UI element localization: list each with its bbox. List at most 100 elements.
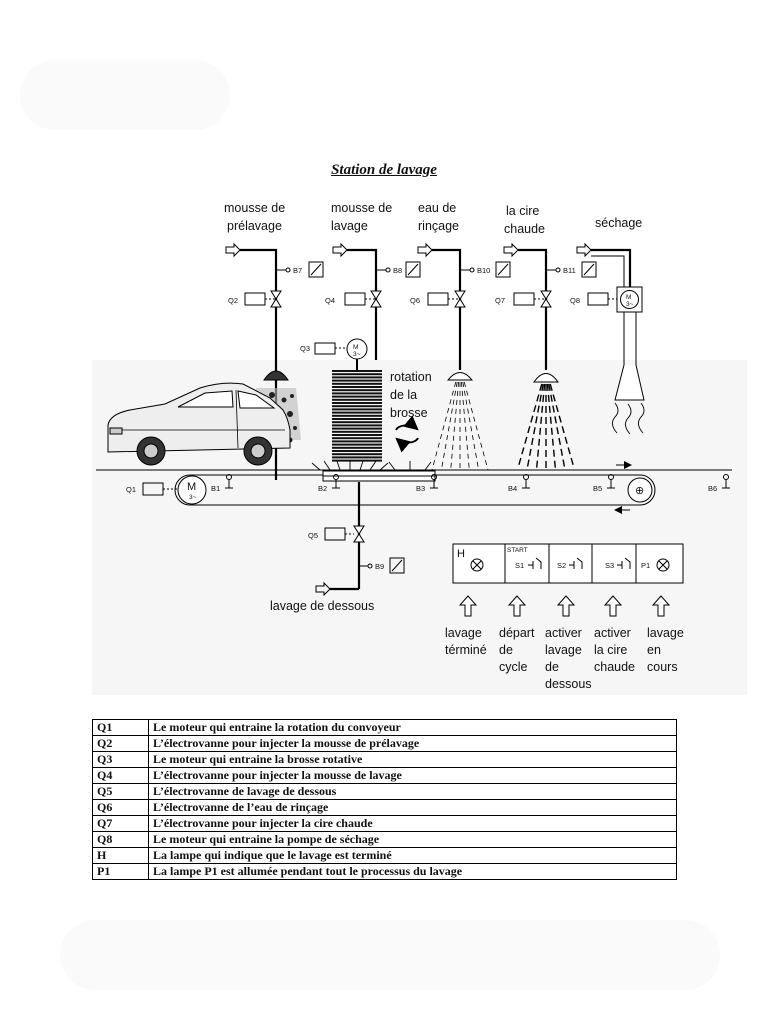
svg-text:B1: B1 [211, 484, 220, 493]
svg-text:B11: B11 [563, 266, 576, 275]
svg-text:départ: départ [499, 626, 535, 640]
svg-text:Q7: Q7 [495, 296, 505, 305]
legend-description: L’électrovanne de l’eau de rinçage [148, 799, 677, 816]
svg-text:B9: B9 [375, 562, 384, 571]
drying-nozzle [612, 312, 645, 435]
svg-text:la cire: la cire [506, 204, 539, 218]
legend-code: Q5 [92, 783, 149, 800]
button-s2: S2 [557, 557, 583, 570]
start-label: START [507, 547, 528, 554]
under-wash-label: lavage de dessous [270, 599, 374, 613]
svg-text:mousse de: mousse de [224, 201, 285, 215]
legend-description: Le moteur qui entraine la brosse rotativ… [148, 751, 677, 768]
svg-text:S3: S3 [605, 561, 614, 570]
inlet-arrow-sechage [576, 242, 632, 287]
svg-text:lavage: lavage [647, 626, 684, 640]
legend-description: La lampe P1 est allumée pendant tout le … [148, 863, 677, 880]
car-illustration [107, 382, 291, 466]
svg-text:rinçage: rinçage [418, 219, 459, 233]
conveyor-belt [96, 461, 732, 514]
rotation-label-line2: de la [390, 388, 417, 402]
legend-description: L’électrovanne pour injecter la mousse d… [148, 735, 677, 752]
rinse-spray-nozzle [431, 372, 489, 471]
rotation-label-line1: rotation [390, 370, 432, 384]
brush-motor-q3: Q3 M 3~ [300, 338, 368, 370]
legend-description: La lampe qui indique que le lavage est t… [148, 847, 677, 864]
svg-text:B8: B8 [393, 266, 402, 275]
rotation-label-line3: brosse [390, 406, 428, 420]
conveyor-sensor-b2: B2 [318, 474, 340, 493]
page-title: Station de lavage [331, 162, 437, 178]
caption-lavage-en-cours: lavage en cours [647, 626, 684, 674]
svg-text:B4: B4 [508, 484, 517, 493]
conveyor-sensor-b4: B4 [508, 474, 530, 493]
caption-lavage-termine: lavage términé [445, 626, 487, 657]
button-s3: S3 [605, 557, 631, 570]
caption-activer-lavage-dessous: activer lavage de dessous [545, 626, 592, 691]
svg-text:activer: activer [594, 626, 631, 640]
svg-text:B7: B7 [293, 266, 302, 275]
svg-text:séchage: séchage [595, 216, 642, 230]
valve-q4: Q4 [325, 290, 382, 308]
svg-text:B2: B2 [318, 484, 327, 493]
conveyor-sensors: B1 B2 B3 B4 B5 B6 [211, 474, 730, 493]
up-arrow-icon [458, 595, 478, 617]
up-arrow-icon [556, 595, 576, 617]
legend-code: Q6 [92, 799, 149, 816]
svg-text:en: en [647, 643, 661, 657]
sensor-b11: B11 [546, 261, 597, 278]
svg-text:lavage: lavage [445, 626, 482, 640]
svg-text:3~: 3~ [626, 301, 634, 308]
legend-description: Le moteur qui entraine la pompe de sécha… [148, 831, 677, 848]
sensor-b7: B7 [276, 261, 324, 278]
control-panel [452, 543, 684, 584]
under-wash-spray-bars [311, 460, 432, 471]
svg-text:Q5: Q5 [308, 531, 318, 540]
svg-text:H: H [457, 548, 465, 560]
station-label-prelavage: mousse de prélavage [224, 201, 285, 233]
conveyor-end-roller: ⊕ [627, 477, 653, 503]
up-arrow-icon [651, 595, 671, 617]
svg-text:términé: términé [445, 643, 487, 657]
station-label-rincage: eau de rinçage [418, 201, 459, 233]
svg-text:la cire: la cire [594, 643, 627, 657]
legend-description: L’électrovanne pour injecter la mousse d… [148, 767, 677, 784]
legend-code: Q3 [92, 751, 149, 768]
legend-description: Le moteur qui entraine la rotation du co… [148, 719, 677, 736]
svg-text:B5: B5 [593, 484, 602, 493]
caption-depart-cycle: départ de cycle [499, 626, 535, 674]
lamp-p1: P1 [641, 558, 670, 572]
legend-code: P1 [92, 863, 149, 880]
scan-smudge-top [20, 60, 230, 130]
svg-text:B3: B3 [416, 484, 425, 493]
conveyor-sensor-b1: B1 [211, 474, 233, 493]
inlet-arrow-lavage [332, 242, 378, 360]
legend-code: Q1 [92, 719, 149, 736]
svg-text:⊕: ⊕ [635, 485, 644, 497]
svg-text:S2: S2 [557, 561, 566, 570]
up-arrow-icon [603, 595, 623, 617]
conveyor-sensor-b3: B3 [416, 474, 438, 493]
svg-text:lavage: lavage [545, 643, 582, 657]
svg-text:Q8: Q8 [570, 296, 580, 305]
svg-text:de: de [545, 660, 559, 674]
svg-text:Q4: Q4 [325, 296, 335, 305]
svg-text:chaude: chaude [594, 660, 635, 674]
inlet-arrow-cire [503, 242, 548, 370]
svg-text:chaude: chaude [504, 222, 545, 236]
valve-q7: Q7 [495, 290, 552, 308]
svg-text:B6: B6 [708, 484, 717, 493]
svg-text:de: de [499, 643, 513, 657]
caption-activer-cire-chaude: activer la cire chaude [594, 626, 635, 674]
conveyor-motor-q1: Q1 M 3~ [126, 475, 207, 505]
svg-text:M: M [626, 294, 631, 301]
valve-q5: Q5 [308, 525, 365, 543]
